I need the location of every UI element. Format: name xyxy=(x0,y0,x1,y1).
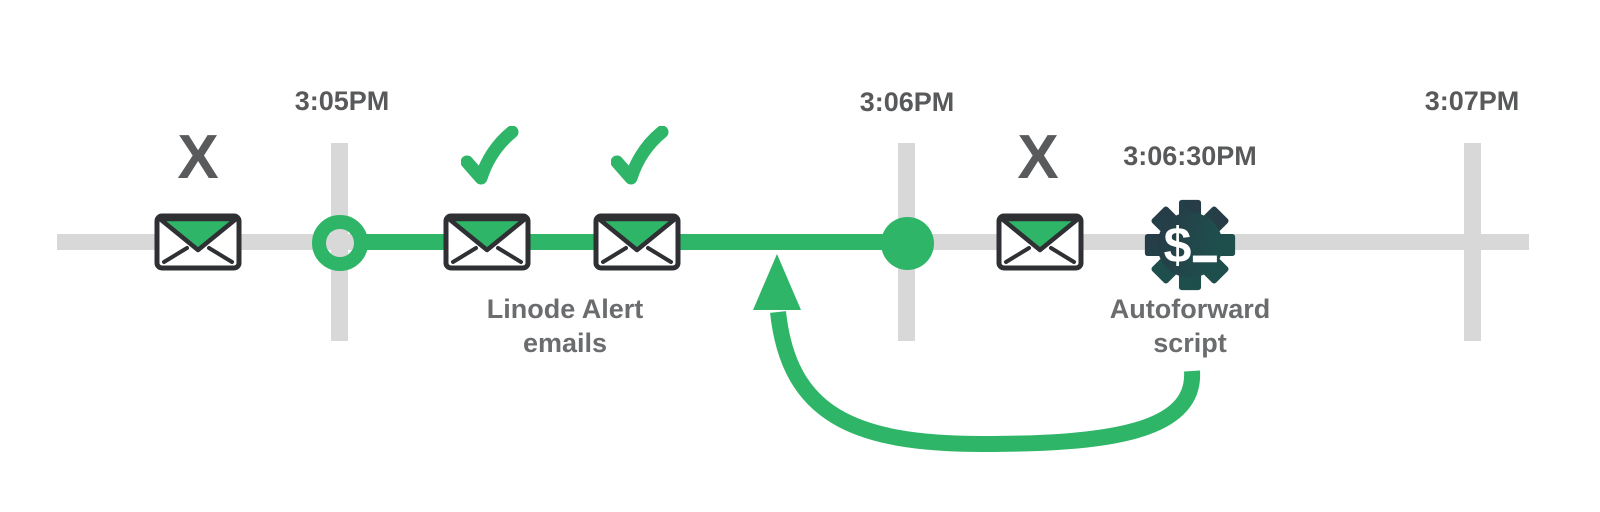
gear-dollar-glyph: $ xyxy=(1164,217,1192,273)
interval-end-dot-marker xyxy=(881,217,934,270)
linode-alert-emails-label-line2: emails xyxy=(522,328,608,358)
time-label-script: 3:06:30PM xyxy=(1123,141,1257,171)
autoforward-script-label: Autoforward script xyxy=(1110,292,1270,360)
x-icon: X xyxy=(177,123,219,192)
gear-cursor-glyph xyxy=(1192,255,1217,263)
envelope-icon xyxy=(443,213,531,271)
envelope-icon xyxy=(593,213,681,271)
checkmark-icon xyxy=(461,126,519,185)
linode-alert-emails-label: Linode Alert emails xyxy=(487,292,644,360)
x-icon: X xyxy=(1017,123,1059,192)
time-label-307: 3:07PM xyxy=(1424,86,1520,116)
tick-mark-307 xyxy=(1464,143,1481,341)
interval-start-ring-marker xyxy=(312,215,368,271)
autoforward-script-label-line2: script xyxy=(1153,328,1227,358)
checkmark-icon xyxy=(611,126,669,185)
linode-alert-emails-label-line1: Linode Alert xyxy=(486,294,644,324)
envelope-icon xyxy=(996,213,1084,271)
time-label-305: 3:05PM xyxy=(294,86,390,116)
autoforward-script-label-line1: Autoforward xyxy=(1109,294,1271,324)
envelope-icon xyxy=(154,213,242,271)
time-label-306: 3:06PM xyxy=(859,87,955,117)
gear-icon: $ xyxy=(1144,199,1236,291)
